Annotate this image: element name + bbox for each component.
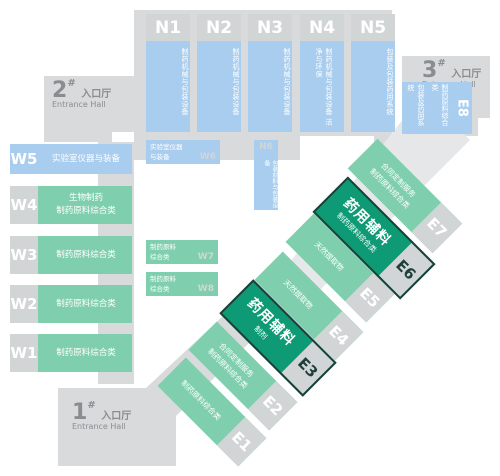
entrance-2-number: 2 <box>52 78 68 103</box>
hall-w6-category-1: 实验室仪器 <box>150 143 183 151</box>
hall-w6-category-2: 与装备 <box>150 153 170 161</box>
entrance-3-label: 入口厅 <box>451 69 482 80</box>
hall-n4-category: 制药机械与包装设备 洁净与环保 <box>315 48 333 126</box>
entrance-2-mark: # <box>67 78 76 89</box>
hall-n2[interactable]: N2 制药机械与包装设备 <box>197 14 241 132</box>
hall-n1-category: 制药机械与包装设备 <box>181 48 189 116</box>
hall-w2-code: W2 <box>10 285 38 323</box>
entrance-3-mark: # <box>437 58 446 69</box>
hall-n6-category: 包装材料与包装设备 <box>263 160 278 208</box>
hall-n5-category: 包装及包装药用系统 <box>386 48 394 116</box>
hall-w2-category: 制药原料综合类 <box>56 298 116 309</box>
hall-n1[interactable]: N1 制药机械与包装设备 <box>146 14 190 132</box>
entrance-2-label: 入口厅 <box>81 89 112 100</box>
hall-n3-code: N3 <box>248 14 292 41</box>
hall-w1[interactable]: W1 制药原料综合类 <box>10 334 132 372</box>
entrance-1-english: Entrance Hall <box>72 422 126 431</box>
hall-w1-category: 制药原料综合类 <box>56 347 116 358</box>
entrance-1-mark: # <box>87 400 96 411</box>
hall-w5[interactable]: W5 实验室仪器与装备 <box>10 144 132 174</box>
hall-w8-category-2: 综合类 <box>150 285 170 293</box>
hall-n3-category: 制药机械与包装设备 <box>283 48 291 116</box>
hall-w6-code: W6 <box>199 152 216 162</box>
hall-w8[interactable]: 制药原料 综合类 W8 <box>146 272 218 296</box>
hall-w1-code: W1 <box>10 334 38 372</box>
entrance-hall-1[interactable]: 1# 入口厅 Entrance Hall <box>72 400 131 431</box>
hall-n5[interactable]: N5 包装及包装药用系统 <box>351 14 395 132</box>
entrance-1-number: 1 <box>72 400 88 425</box>
hall-w7-category-2: 综合类 <box>150 253 170 261</box>
entrance-1-label: 入口厅 <box>101 411 132 422</box>
hall-w7-code: W7 <box>197 252 214 262</box>
hall-e8-category-1: 包装及药用系统 <box>407 84 425 126</box>
hall-w6[interactable]: 实验室仪器 与装备 W6 <box>146 140 220 164</box>
hall-w8-code: W8 <box>197 284 214 294</box>
entrance-hall-2[interactable]: 2# 入口厅 Entrance Hall <box>52 78 111 109</box>
hall-w8-category-1: 制药原料 <box>150 275 176 283</box>
hall-e5-category: 天然提取物 <box>312 239 346 273</box>
hall-e4-category: 天然提取物 <box>281 277 315 311</box>
hall-e8-code: E8 <box>452 82 472 134</box>
hall-w2[interactable]: W2 制药原料综合类 <box>10 285 132 323</box>
hall-w7[interactable]: 制药原料 综合类 W7 <box>146 240 218 264</box>
hall-w3[interactable]: W3 制药原料综合类 <box>10 236 132 274</box>
hall-n2-category: 制药机械与包装设备 <box>232 48 240 116</box>
hall-w5-category: 实验室仪器与装备 <box>51 153 120 164</box>
hall-w3-code: W3 <box>10 236 38 274</box>
hall-e8[interactable]: 包装及药用系统 制药原料综合类 E8 <box>402 82 472 134</box>
hall-n4[interactable]: N4 制药机械与包装设备 洁净与环保 <box>300 14 344 132</box>
hall-n1-code: N1 <box>146 14 190 41</box>
hall-e8-category-2: 制药原料综合类 <box>431 84 449 126</box>
hall-w3-category: 制药原料综合类 <box>56 249 116 260</box>
hall-w4[interactable]: W4 生物制药 制药原料综合类 <box>10 186 132 224</box>
hall-n5-code: N5 <box>351 14 395 41</box>
hall-w4-code: W4 <box>10 186 38 224</box>
hall-n6[interactable]: N6 包装材料与包装设备 <box>254 140 278 210</box>
hall-n2-code: N2 <box>197 14 241 41</box>
hall-n6-code: N6 <box>259 142 273 152</box>
entrance-3-number: 3 <box>422 58 438 83</box>
hall-n4-code: N4 <box>300 14 344 41</box>
hall-w4-category-1: 生物制药 <box>68 193 103 203</box>
hall-n3[interactable]: N3 制药机械与包装设备 <box>248 14 292 132</box>
hall-w5-code: W5 <box>10 144 38 174</box>
hall-w4-category-2: 制药原料综合类 <box>56 206 116 216</box>
hall-w7-category-1: 制药原料 <box>150 243 176 251</box>
entrance-2-english: Entrance Hall <box>52 100 106 109</box>
